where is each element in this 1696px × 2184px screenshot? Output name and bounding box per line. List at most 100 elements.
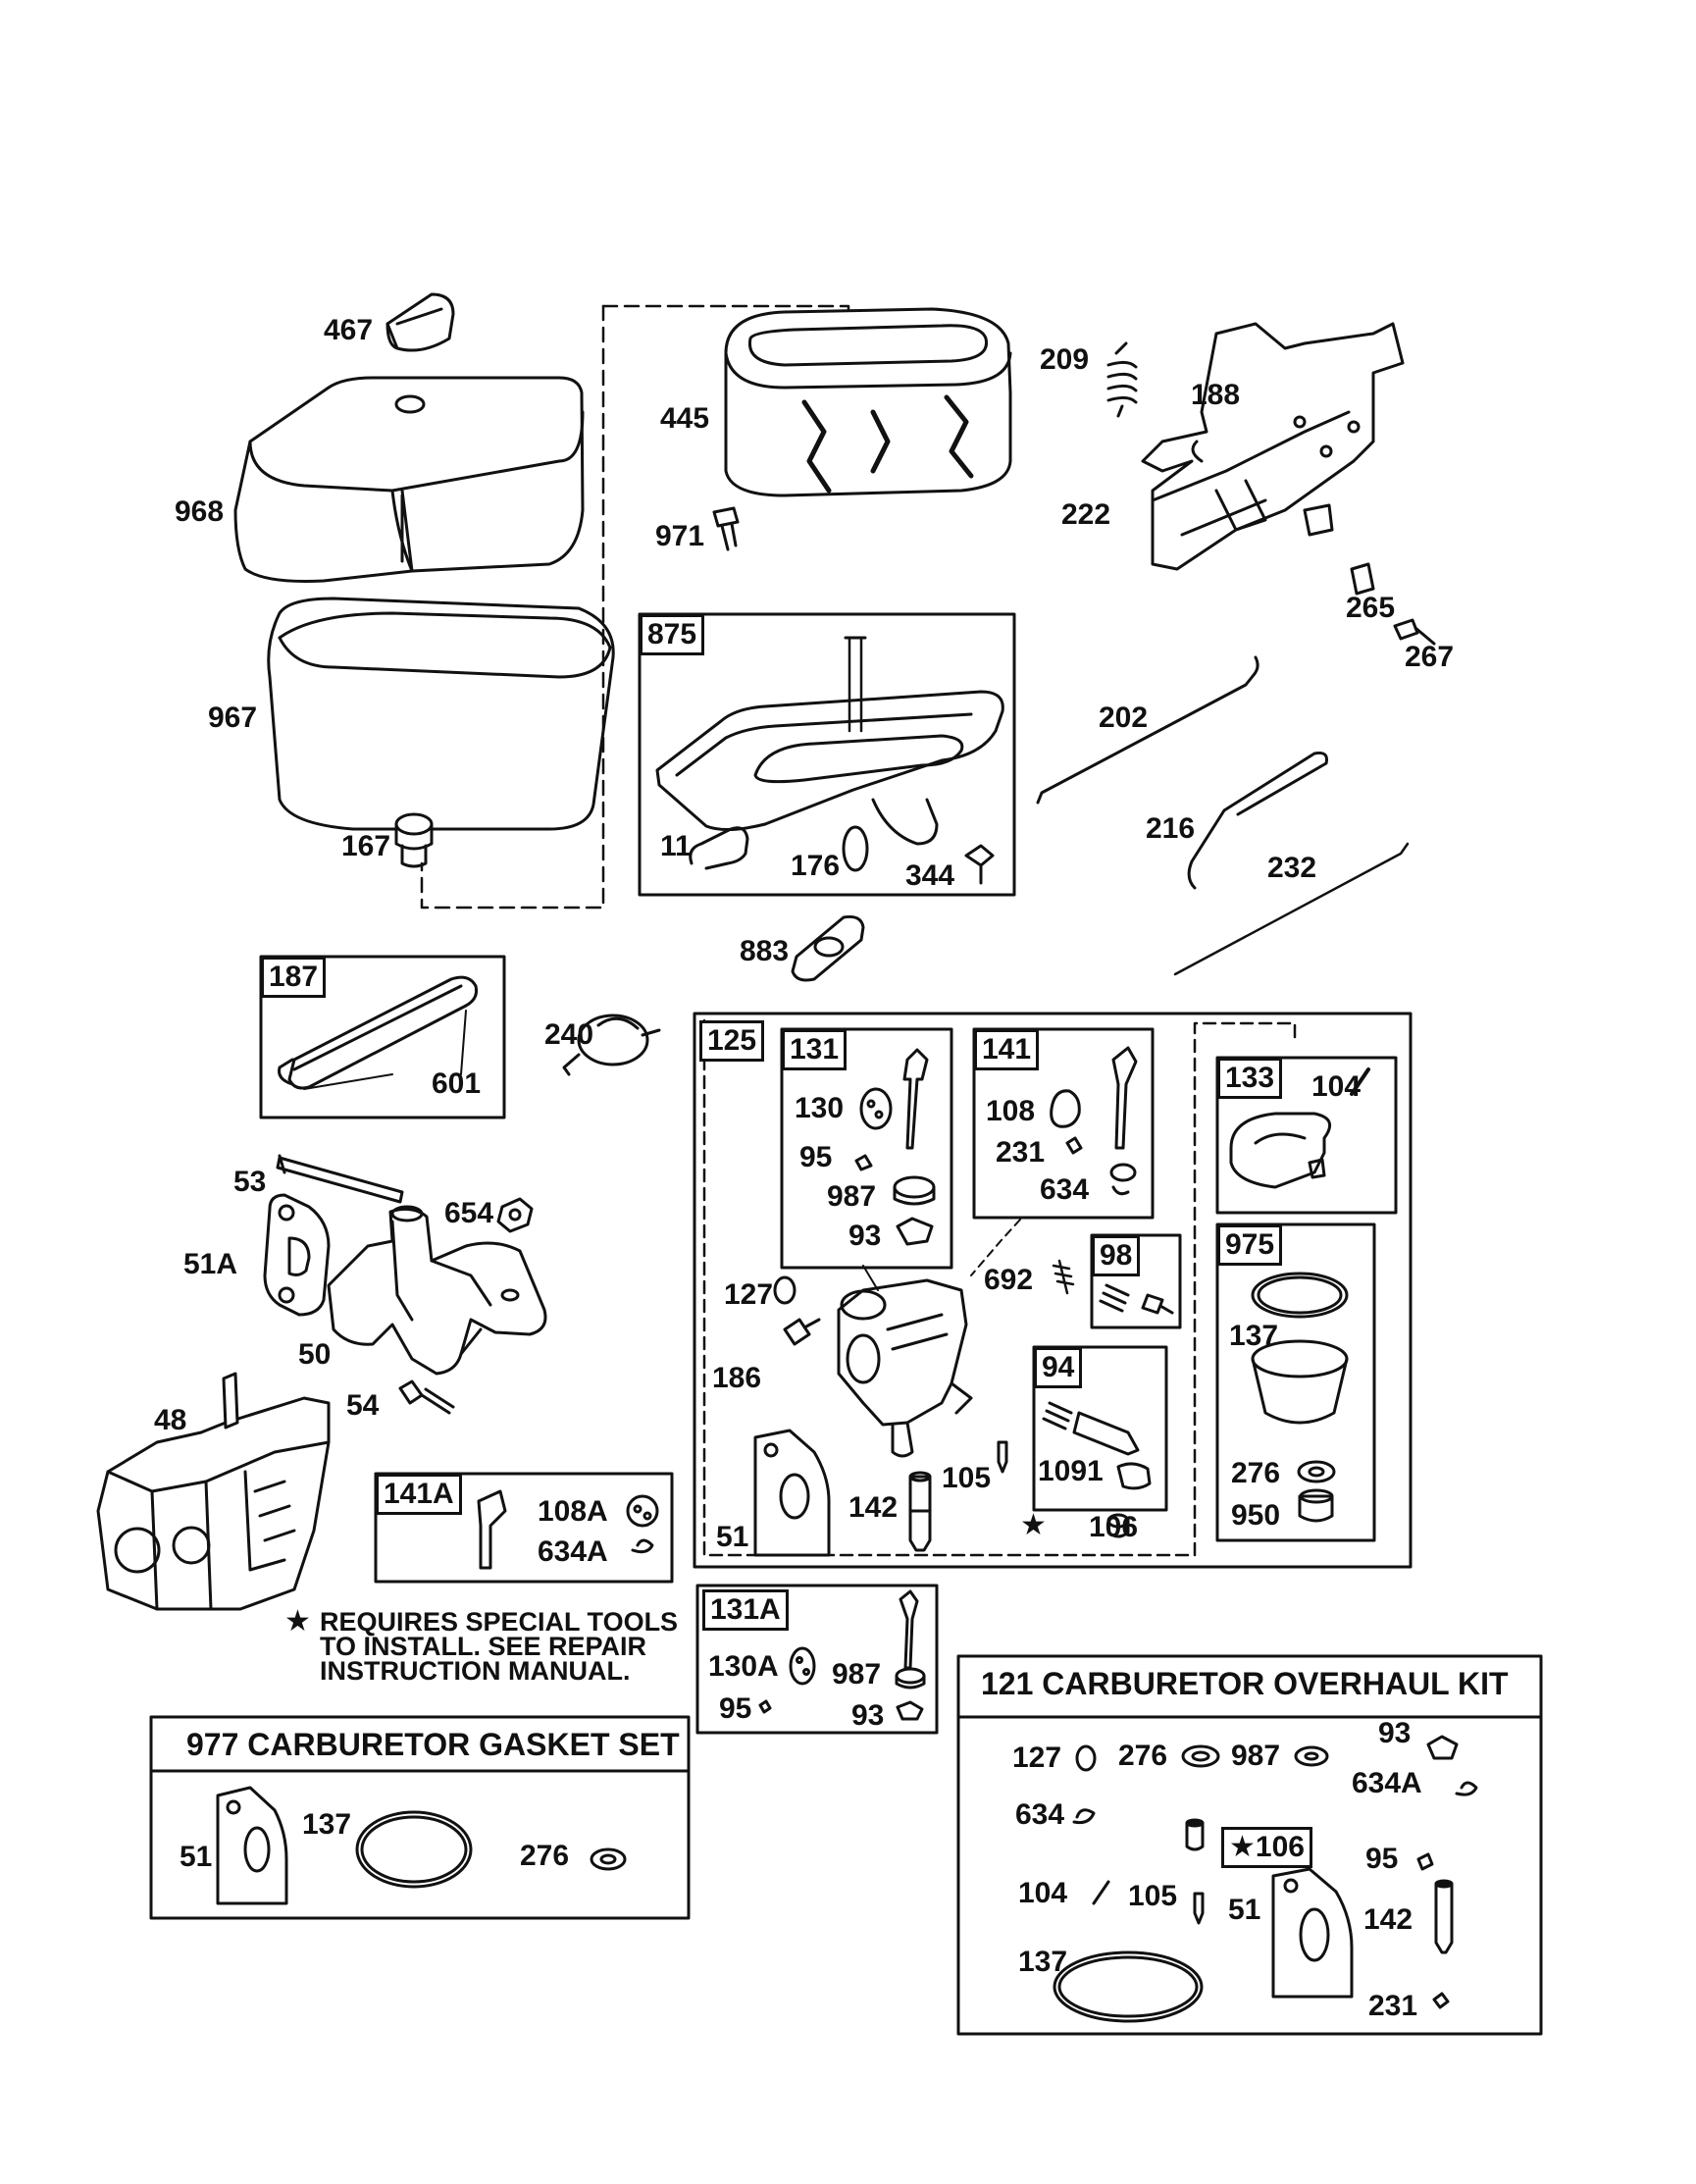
filter-cartridge-445-part	[724, 307, 1012, 497]
fuel-filter-240-part	[562, 1014, 661, 1076]
emulsion-tube-142-part	[908, 1471, 932, 1552]
gasket-set-title: 977 CARBURETOR GASKET SET	[186, 1727, 680, 1762]
link-216-part	[1187, 752, 1328, 890]
part-label-130A: 130A	[708, 1650, 779, 1683]
part-label-209: 209	[1040, 343, 1090, 376]
part-label-188: 188	[1191, 379, 1241, 411]
part-label-51: 51	[716, 1521, 749, 1553]
gasket-51-part	[753, 1429, 831, 1557]
overhaul-kit-title: 121 CARBURETOR OVERHAUL KIT	[981, 1666, 1509, 1701]
box-label-187: 187	[261, 957, 327, 998]
carburetor-body-part	[837, 1278, 973, 1458]
kit-label-93: 93	[1378, 1717, 1412, 1749]
part-label-202: 202	[1099, 702, 1149, 734]
part-label-240: 240	[544, 1018, 594, 1051]
box-label-975: 975	[1217, 1224, 1283, 1266]
note-line-1: REQUIRES SPECIAL TOOLS	[320, 1607, 679, 1637]
box-label-125: 125	[699, 1020, 765, 1062]
part-label-601: 601	[432, 1067, 482, 1100]
tube-601-part	[278, 975, 478, 1090]
part-label-186: 186	[712, 1362, 762, 1394]
throttle-shaft-141A-part	[477, 1489, 507, 1570]
box-label-98: 98	[1092, 1235, 1141, 1276]
part-label-142: 142	[848, 1491, 899, 1524]
note-star-icon: ★	[284, 1604, 311, 1638]
gasket-977-51-part	[216, 1786, 288, 1905]
control-bracket-222-part	[1141, 322, 1405, 571]
idle-screw-98-part	[1099, 1283, 1174, 1315]
needle-105-part	[997, 1440, 1008, 1474]
part-label-265: 265	[1346, 592, 1396, 624]
box-125-outline	[693, 1012, 1413, 1569]
box-label-141: 141	[974, 1029, 1040, 1070]
plug-127-part	[773, 1275, 797, 1305]
part-label-105: 105	[942, 1462, 992, 1494]
pre-cleaner-967-part	[267, 597, 615, 831]
screw-344-part	[964, 844, 995, 885]
throttle-shaft-141-part	[1050, 1046, 1138, 1196]
gasket-set-label-276: 276	[520, 1840, 570, 1872]
choke-shaft-131-part	[854, 1048, 936, 1246]
kit-label-51: 51	[1228, 1894, 1261, 1926]
box-label-875: 875	[640, 614, 705, 655]
part-label-93: 93	[848, 1220, 882, 1252]
part-label-108: 108	[986, 1095, 1036, 1127]
part-label-53: 53	[233, 1166, 267, 1198]
part-label-93-131A: 93	[851, 1699, 885, 1732]
part-label-276: 276	[1231, 1457, 1281, 1489]
part-label-445: 445	[660, 402, 710, 435]
part-label-222: 222	[1061, 498, 1111, 531]
kit-label-127: 127	[1012, 1742, 1062, 1774]
part-label-232: 232	[1267, 852, 1317, 884]
part-label-967: 967	[208, 702, 258, 734]
kit-label-104: 104	[1018, 1877, 1068, 1909]
crankcase-48-part	[96, 1372, 331, 1611]
part-label-216: 216	[1146, 812, 1196, 845]
box-label-133: 133	[1217, 1058, 1283, 1099]
nut-167-part	[394, 812, 434, 868]
kit-label-142: 142	[1363, 1903, 1413, 1936]
part-label-127: 127	[724, 1278, 774, 1311]
kit-label-106: ★106	[1221, 1827, 1312, 1868]
box-875-outline	[638, 612, 1016, 897]
intake-manifold-50-part	[327, 1205, 547, 1376]
spring-209-part	[1106, 341, 1138, 418]
part-label-106: 106	[1089, 1511, 1139, 1543]
part-label-137: 137	[1229, 1320, 1279, 1352]
breather-tube-11-part	[689, 826, 749, 870]
box-141A-outline	[374, 1472, 674, 1584]
kit-label-634: 634	[1015, 1798, 1065, 1831]
gasket-51A-part	[263, 1193, 331, 1317]
clip-265-part	[1350, 562, 1375, 596]
nut-654-part	[496, 1197, 534, 1233]
plate-108A-part	[626, 1494, 659, 1528]
part-label-1091: 1091	[1038, 1455, 1104, 1487]
part-label-344: 344	[905, 859, 955, 892]
part-label-176: 176	[791, 850, 841, 882]
o-ring-977-137-part	[355, 1810, 473, 1889]
seat-106-part	[1106, 1513, 1130, 1538]
box-141-outline	[972, 1027, 1155, 1220]
kit-label-987: 987	[1231, 1740, 1281, 1772]
fitting-186-part	[783, 1318, 821, 1346]
kit-star-icon: ★	[1229, 1830, 1256, 1864]
box-label-131A: 131A	[702, 1589, 789, 1631]
part-label-95-131A: 95	[719, 1692, 752, 1725]
gasket-set-label-51: 51	[180, 1841, 213, 1873]
part-label-634: 634	[1040, 1173, 1090, 1206]
special-tools-star-icon: ★	[1020, 1508, 1047, 1542]
box-131A-outline	[695, 1584, 939, 1735]
part-label-231: 231	[996, 1136, 1046, 1169]
screw-54-part	[398, 1379, 455, 1415]
box-977-outline	[149, 1715, 691, 1920]
part-label-692: 692	[984, 1264, 1034, 1296]
mixture-screw-94-part	[1042, 1401, 1152, 1490]
bolt-971-part	[712, 506, 740, 551]
part-label-167: 167	[341, 830, 391, 862]
part-label-654: 654	[444, 1197, 494, 1229]
kit-label-106-text: 106	[1255, 1831, 1305, 1863]
part-label-104: 104	[1311, 1070, 1362, 1103]
part-label-968: 968	[175, 495, 225, 528]
part-label-108A: 108A	[538, 1495, 608, 1528]
